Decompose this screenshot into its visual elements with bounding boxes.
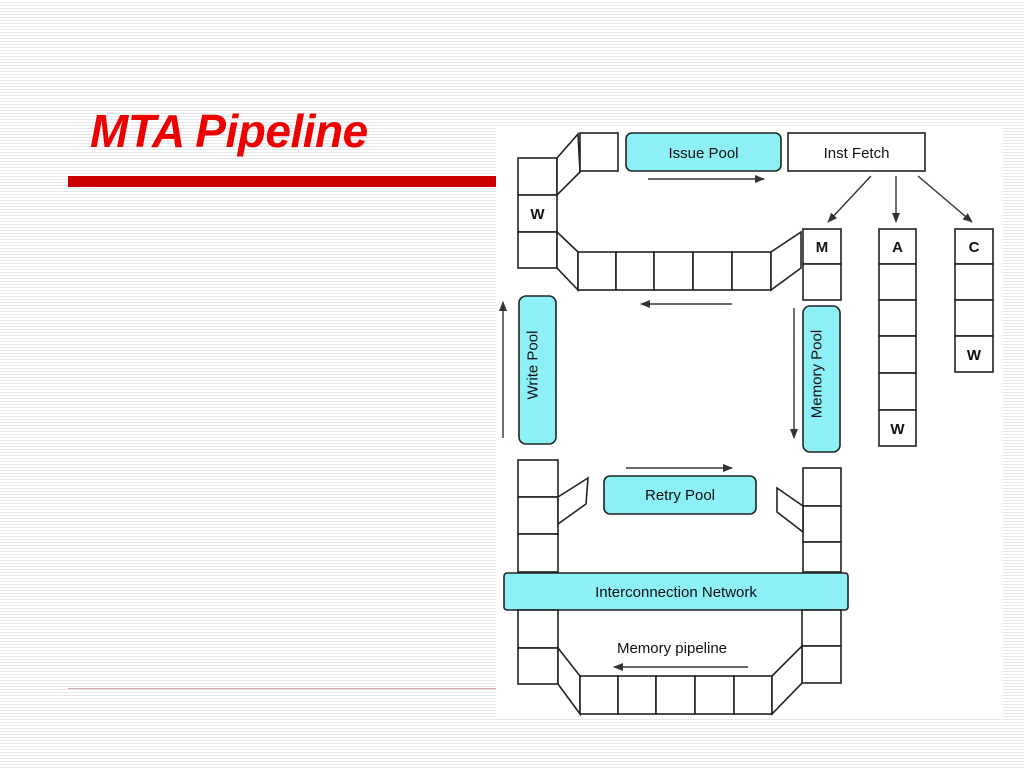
- pipe-slot: [802, 263, 842, 301]
- pipe-slot: [517, 533, 559, 573]
- retry-pool: [603, 475, 757, 515]
- pipe-slot: [878, 372, 917, 411]
- a-write-stage-label: W: [890, 421, 905, 438]
- pipe-slot: [731, 251, 772, 291]
- pipe-connector: [771, 644, 803, 716]
- pipe-slot: [653, 251, 694, 291]
- pipe-connector: [556, 131, 581, 197]
- pipe-connector: [770, 230, 802, 292]
- pipeline-diagram: W Issue Pool Inst Fetch M A W C W Write …: [499, 131, 994, 717]
- write-stage-label: W: [530, 206, 545, 223]
- interconnection-network-label: Interconnection Network: [595, 584, 757, 601]
- c-write-stage-label: W: [967, 347, 982, 364]
- pipe-slot: [802, 505, 842, 543]
- retry-pool-label: Retry Pool: [645, 487, 715, 504]
- pipe-slot: [517, 157, 558, 196]
- c-unit-label: C: [969, 239, 980, 256]
- c-unit-cell: [954, 228, 994, 265]
- inst-fetch-label: Inst Fetch: [824, 145, 890, 162]
- pipe-slot: [517, 647, 559, 685]
- pipe-slot: [694, 675, 735, 715]
- pipe-slot: [878, 299, 917, 337]
- pipeline-diagram-panel: W Issue Pool Inst Fetch M A W C W Write …: [496, 128, 1002, 718]
- pipe-slot: [878, 409, 917, 447]
- pipe-slot: [692, 251, 733, 291]
- write-pool-label: Write Pool: [525, 331, 542, 400]
- m-unit-cell: [802, 228, 842, 265]
- pipe-slot: [801, 645, 842, 684]
- slide-title: MTA Pipeline: [90, 105, 368, 157]
- pipe-slot: [954, 299, 994, 337]
- pipe-connector: [557, 645, 581, 717]
- pipe-slot: [517, 231, 558, 269]
- a-unit-label: A: [892, 239, 903, 256]
- write-pool: [518, 295, 557, 445]
- m-unit-label: M: [816, 239, 829, 256]
- pipe-connector: [776, 486, 804, 534]
- pipe-slot: [733, 675, 773, 715]
- title-underline: [68, 176, 500, 187]
- pipe-connector: [556, 230, 579, 292]
- pipe-slot: [517, 496, 559, 535]
- memory-pipeline-label: Memory pipeline: [617, 640, 727, 657]
- pipe-slot: [801, 609, 842, 647]
- memory-pool: [802, 305, 841, 453]
- inst-fetch-box: [787, 132, 926, 172]
- pipe-slot: [617, 675, 657, 715]
- pipe-slot: [878, 263, 917, 301]
- fetch-to-c-arrow: [917, 175, 973, 223]
- pipe-slot: [517, 459, 559, 498]
- pipe-slot: [802, 467, 842, 507]
- memory-pool-label: Memory Pool: [809, 330, 826, 418]
- pipe-slot: [878, 335, 917, 374]
- pipe-slot: [579, 675, 619, 715]
- footer-divider: [68, 688, 498, 689]
- pipe-slot: [615, 251, 655, 291]
- pipe-slot: [517, 609, 559, 649]
- pipe-slot: [579, 132, 619, 172]
- pipe-slot: [802, 541, 842, 573]
- pipe-connector: [557, 476, 589, 526]
- issue-pool-label: Issue Pool: [668, 145, 738, 162]
- pipe-slot: [954, 335, 994, 373]
- issue-pool: [625, 132, 782, 172]
- fetch-to-m-arrow: [827, 175, 872, 223]
- pipe-slot: [954, 263, 994, 301]
- pipe-slot: [577, 251, 617, 291]
- interconnection-network: [503, 572, 849, 611]
- pipe-slot: [655, 675, 696, 715]
